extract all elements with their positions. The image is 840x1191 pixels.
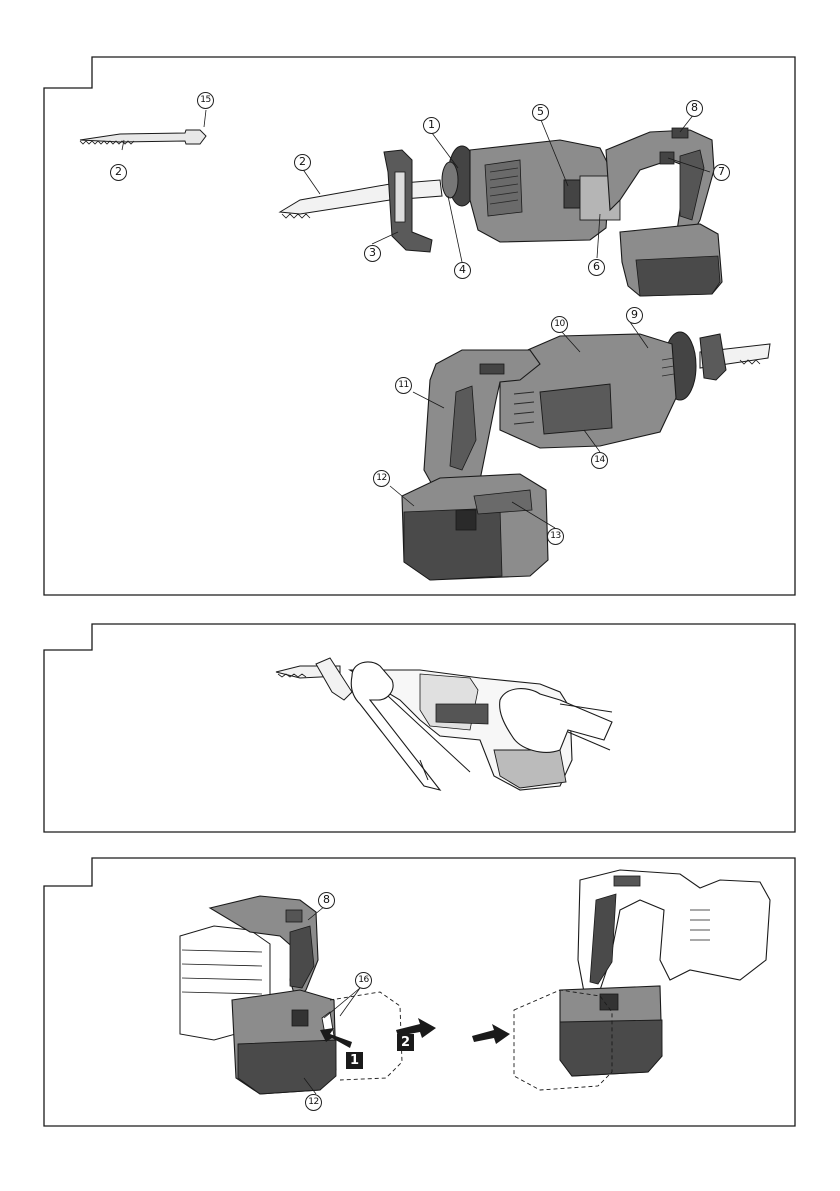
callout-7: 7	[713, 164, 730, 181]
callout-11: 11	[395, 377, 412, 394]
saw-top-illustration	[280, 114, 722, 296]
callout-10: 10	[551, 316, 568, 333]
callout-2: 2	[110, 164, 127, 181]
callout-13: 13	[547, 528, 564, 545]
callout-12: 12	[373, 470, 390, 487]
callout-6: 6	[588, 259, 605, 276]
callout-16: 16	[355, 972, 372, 989]
saw-right-illustration	[472, 870, 770, 1090]
figure-1-drawing	[0, 0, 840, 600]
callout-1: 1	[423, 117, 440, 134]
callout-8: 8	[318, 892, 335, 909]
saw-left-illustration	[180, 896, 436, 1094]
callout-15: 15	[197, 92, 214, 109]
figure-1-frame: 15 2 1 5 8 2 7 3 4 6 10 9 11 14 12 13	[0, 0, 840, 600]
figure-3-frame: 8 16 12 1 2	[0, 840, 840, 1140]
step-1-badge: 1	[346, 1052, 363, 1069]
callout-14: 14	[591, 452, 608, 469]
callout-12: 12	[305, 1094, 322, 1111]
figure-2-drawing	[0, 600, 840, 840]
callout-8: 8	[686, 100, 703, 117]
frame-outline	[44, 624, 795, 832]
callout-2: 2	[294, 154, 311, 171]
callout-9: 9	[626, 307, 643, 324]
loose-blade-illustration	[80, 110, 206, 150]
callout-3: 3	[364, 245, 381, 262]
step-2-badge: 2	[397, 1034, 414, 1051]
figure-3-drawing	[0, 840, 840, 1140]
saw-bottom-illustration	[390, 322, 770, 580]
figure-2-frame	[0, 600, 840, 840]
callout-4: 4	[454, 262, 471, 279]
callout-5: 5	[532, 104, 549, 121]
